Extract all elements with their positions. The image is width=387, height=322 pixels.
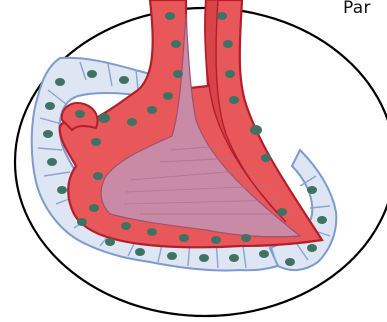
figure-caption-label: Par — [343, 0, 371, 18]
